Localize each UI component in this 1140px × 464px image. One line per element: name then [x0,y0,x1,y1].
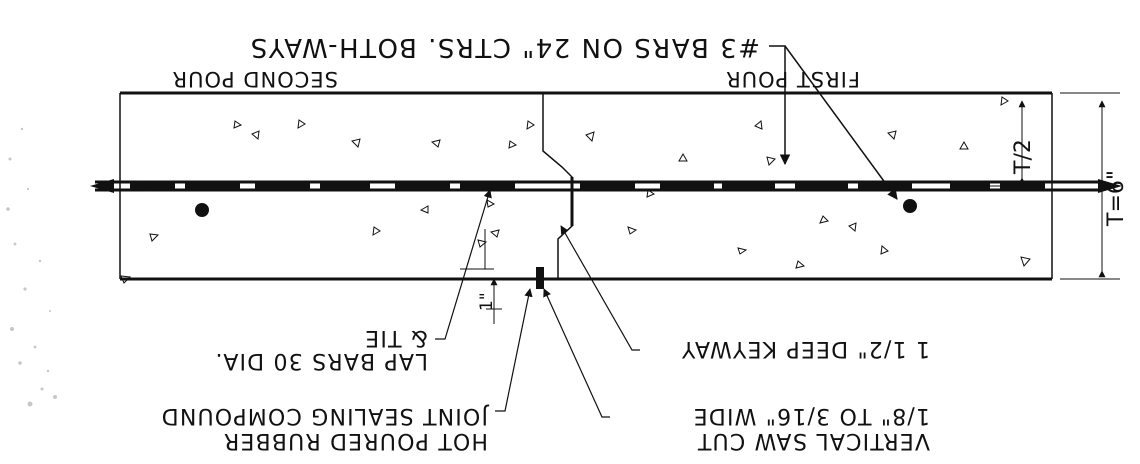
lap-bars-label-line2: & TIE [364,325,428,350]
bars-leader-diagonal [784,45,898,200]
transverse-bar-left [903,199,917,213]
bars-leader [769,45,791,166]
saw-cut-sealant [536,267,544,289]
saw-cut-label-line1: VERTICAL SAW CUT [697,428,930,453]
second-pour-label: SECOND POUR [171,67,338,91]
lap-bars-label-line1: LAP BARS 30 DIA. [214,348,428,373]
keyway-label: 1 1/2" DEEP KEYWAY [681,336,930,361]
inch-label: 1" [477,292,497,311]
saw-cut-label-line2: 1/8" TO 3/16" WIDE [693,403,930,428]
lap-bars-leader [435,189,492,340]
scan-speckle [6,127,57,407]
first-pour-label: FIRST POUR [725,67,860,91]
compound-label-line2: JOINT SEALING COMPOUND [161,403,490,428]
transverse-bar-right [195,203,209,217]
bars-label: #3 BARS ON 24" CTRS. BOTH-WAYS [249,32,760,62]
keyway-leader [560,225,640,351]
rotated-drawing-group: #3 BARS ON 24" CTRS. BOTH-WAYS FIRST POU… [6,32,1129,453]
saw-cut-leader [543,288,610,418]
keyway-joint [542,93,573,279]
aggregate-marks [120,96,1031,284]
compound-label-line1: HOT POURED RUBBER [223,428,488,453]
bar-right-tip [90,179,114,193]
thickness-label: T=6" [1104,170,1129,227]
half-thickness-label: T/2 [1011,139,1036,175]
compound-leader [495,288,533,412]
